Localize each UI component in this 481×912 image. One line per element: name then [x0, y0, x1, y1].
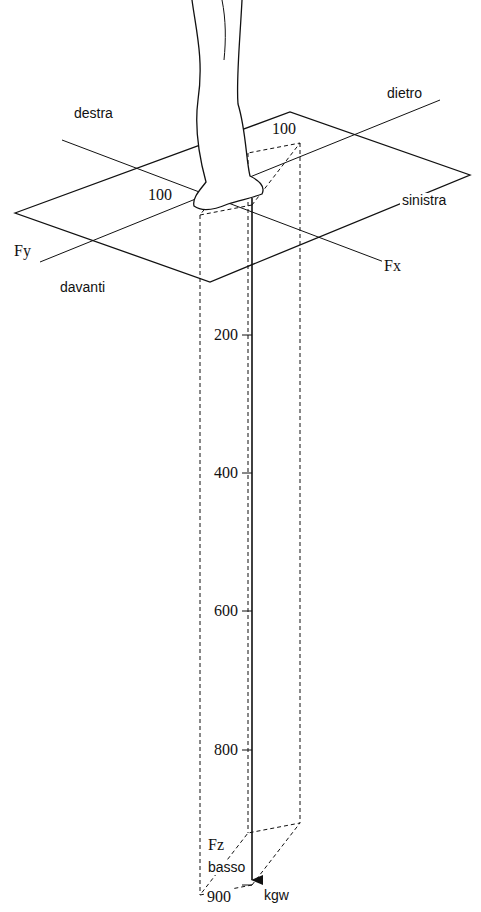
leg-contour	[222, 0, 225, 60]
axis-label: 800	[212, 741, 240, 759]
axis-label: 100	[270, 120, 298, 138]
axis-label: 200	[212, 326, 240, 344]
axis-label: sinistra	[400, 193, 448, 208]
axis-label: Fy	[12, 242, 33, 260]
axis-label: 100	[146, 186, 174, 204]
force-vector	[251, 198, 253, 880]
axis-label: Fz	[206, 836, 226, 854]
axis-label: 400	[212, 464, 240, 482]
axis-label: Fx	[382, 257, 403, 275]
axis-label: kgw	[262, 888, 291, 903]
axis-label: 600	[212, 602, 240, 620]
axis-label: basso	[206, 860, 247, 875]
leg-foot	[192, 0, 263, 210]
component-box	[200, 143, 300, 895]
axis-label: dietro	[385, 86, 424, 101]
axis-label: destra	[72, 106, 115, 121]
scale-ticks	[242, 335, 252, 885]
axis-label: davanti	[58, 280, 107, 295]
axis-label: 900	[205, 888, 233, 906]
